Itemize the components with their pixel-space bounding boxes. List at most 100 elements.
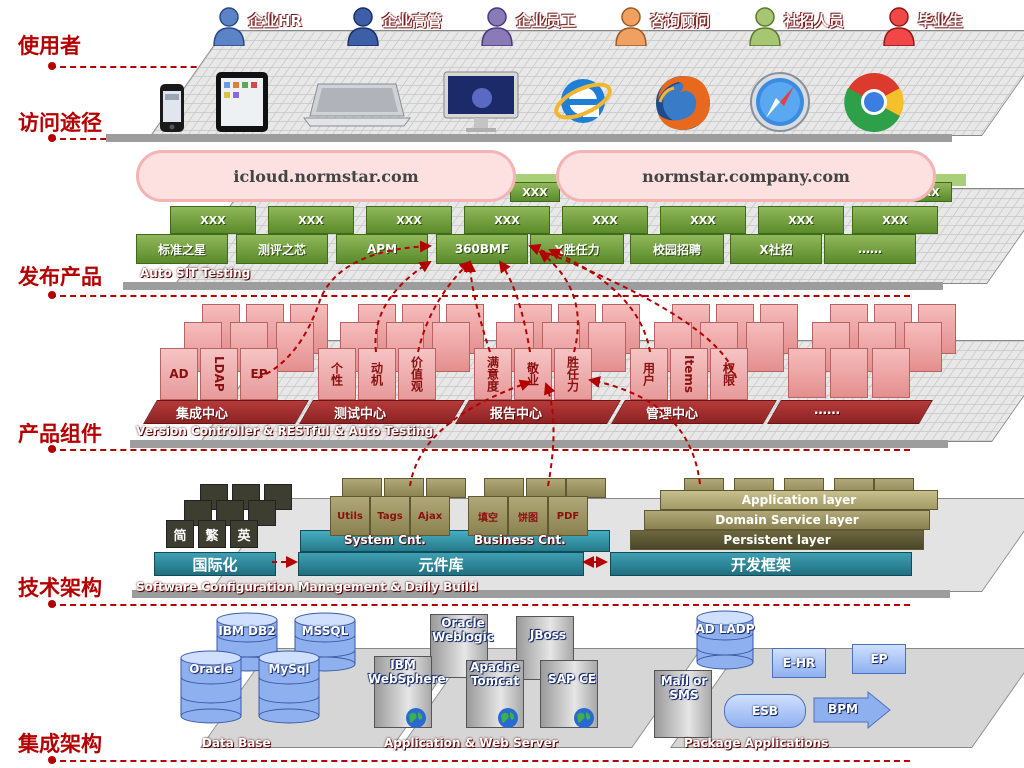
chrome-icon: [844, 73, 904, 133]
pkg-mail-label: Mail or SMS: [660, 674, 708, 702]
component-ep[interactable]: EP: [240, 348, 278, 400]
product-360bmf[interactable]: 360BMF: [436, 234, 528, 264]
product-more[interactable]: ……: [824, 234, 916, 264]
user-label-staff: 企业员工: [516, 12, 577, 30]
i18n-simplified[interactable]: 简: [166, 520, 194, 548]
component-label-testing: 测试中心: [334, 407, 387, 422]
component-ldap[interactable]: LDAP: [200, 348, 238, 400]
server-caption: Application & Web Server: [384, 736, 558, 750]
component-permissions[interactable]: 权限: [710, 348, 748, 400]
user-label-hr: 企业HR: [248, 12, 303, 30]
cloud-icloud[interactable]: icloud.normstar.com: [136, 150, 516, 202]
component-personality[interactable]: 个性: [318, 348, 356, 400]
globe-icon: [498, 708, 518, 728]
i18n-traditional[interactable]: 繁: [198, 520, 226, 548]
user-graduate-icon: [883, 7, 915, 46]
layer-dot-access: [48, 134, 56, 142]
globe-icon: [406, 708, 426, 728]
component-values[interactable]: 价值观: [398, 348, 436, 400]
lib-utils[interactable]: Utils: [330, 496, 370, 536]
component-label-report: 报告中心: [490, 407, 543, 422]
layer-dot-components: [48, 445, 56, 453]
framework-bar[interactable]: 开发框架: [610, 552, 912, 576]
db-oracle-label: Oracle: [189, 662, 233, 676]
pkg-mail-server[interactable]: [654, 670, 712, 738]
platform-components-front: [130, 440, 948, 448]
pkg-esb[interactable]: ESB: [724, 694, 806, 728]
lib-pie-chart[interactable]: 饼图: [508, 496, 548, 536]
ad-ladp-icon: [696, 610, 754, 670]
cloud-company[interactable]: normstar.company.com: [556, 150, 936, 202]
safari-icon: [750, 72, 810, 132]
lib-pdf[interactable]: PDF: [548, 496, 588, 536]
user-consultant-icon: [615, 7, 647, 46]
bpm-arrow-icon: [813, 690, 891, 730]
components-caption: Version Controller & RESTful & Auto Test…: [136, 424, 434, 438]
server-weblogic-label: Oracle Weblogic: [432, 616, 494, 644]
i18n-bar[interactable]: 国际化: [154, 552, 276, 576]
i18n-english[interactable]: 英: [230, 520, 258, 548]
platform-products-front: [123, 282, 943, 290]
lib-ajax[interactable]: Ajax: [410, 496, 450, 536]
framework-persistent-layer[interactable]: Persistent layer: [630, 530, 924, 550]
user-staff-icon: [481, 7, 513, 46]
server-sapce-label: SAP CE: [548, 672, 596, 686]
product-assessment-core[interactable]: 测评之芯: [236, 234, 328, 264]
pkg-ehr[interactable]: E-HR: [772, 648, 826, 678]
server-jboss-label: JBoss: [529, 628, 567, 642]
db-mysql-icon: [258, 650, 320, 724]
product-x-social-recruit[interactable]: X社招: [730, 234, 822, 264]
laptop-icon: [303, 83, 411, 127]
component-label-more: ……: [814, 403, 840, 418]
component-satisfaction[interactable]: 满意度: [474, 348, 512, 400]
products-caption: Auto SIT Testing: [140, 266, 251, 280]
product-standard-star[interactable]: 标准之星: [136, 234, 228, 264]
component-items[interactable]: Items: [670, 348, 708, 400]
layer-dot-users: [48, 62, 56, 70]
layer-line-integration: [50, 760, 910, 762]
product-placeholder: XXX: [464, 206, 550, 234]
layer-label-access: 访问途径: [18, 111, 102, 135]
user-social-icon: [749, 7, 781, 46]
product-placeholder: XXX: [510, 182, 560, 202]
component-motivation[interactable]: 动机: [358, 348, 396, 400]
product-placeholder: XXX: [758, 206, 844, 234]
component-label-integration: 集成中心: [176, 407, 229, 422]
component-ad[interactable]: AD: [160, 348, 198, 400]
lib-tags[interactable]: Tags: [370, 496, 410, 536]
business-cnt-label: Business Cnt.: [474, 533, 566, 547]
db-oracle-icon: [180, 650, 242, 724]
library-bar[interactable]: 元件库: [298, 552, 584, 576]
product-campus-recruit[interactable]: 校园招聘: [630, 234, 724, 264]
server-tomcat-label: Apache Tomcat: [470, 660, 520, 688]
phone-icon: [160, 84, 184, 132]
layer-label-tech: 技术架构: [18, 576, 102, 600]
layer-line-components: [50, 449, 910, 451]
component-competency[interactable]: 胜任力: [554, 348, 592, 400]
user-label-social: 社招人员: [784, 12, 845, 30]
layer-label-products: 发布产品: [18, 265, 102, 289]
product-placeholder: XXX: [366, 206, 452, 234]
product-placeholder: XXX: [170, 206, 256, 234]
tech-caption: Software Configuration Management & Dail…: [136, 580, 478, 594]
globe-icon: [574, 708, 594, 728]
framework-application-layer[interactable]: Application layer: [660, 490, 938, 510]
product-placeholder: XXX: [562, 206, 648, 234]
framework-domain-layer[interactable]: Domain Service layer: [644, 510, 930, 530]
package-caption: Package Applications: [684, 736, 829, 750]
lib-fill-blank[interactable]: 填空: [468, 496, 508, 536]
product-placeholder: XXX: [660, 206, 746, 234]
pkg-bpm[interactable]: BPM: [828, 702, 858, 716]
user-label-exec: 企业高管: [382, 12, 443, 30]
ie-icon: [554, 79, 612, 123]
layer-line-products: [50, 295, 910, 297]
product-placeholder: XXX: [852, 206, 938, 234]
layer-line-tech: [50, 604, 910, 606]
firefox-icon: [656, 76, 710, 130]
layer-label-users: 使用者: [18, 34, 81, 58]
pkg-ep[interactable]: EP: [852, 644, 906, 674]
db-mssql-label: MSSQL: [301, 624, 349, 638]
product-apm[interactable]: APM: [336, 234, 428, 264]
db-caption: Data Base: [202, 736, 271, 750]
platform-users-front: [106, 134, 952, 142]
